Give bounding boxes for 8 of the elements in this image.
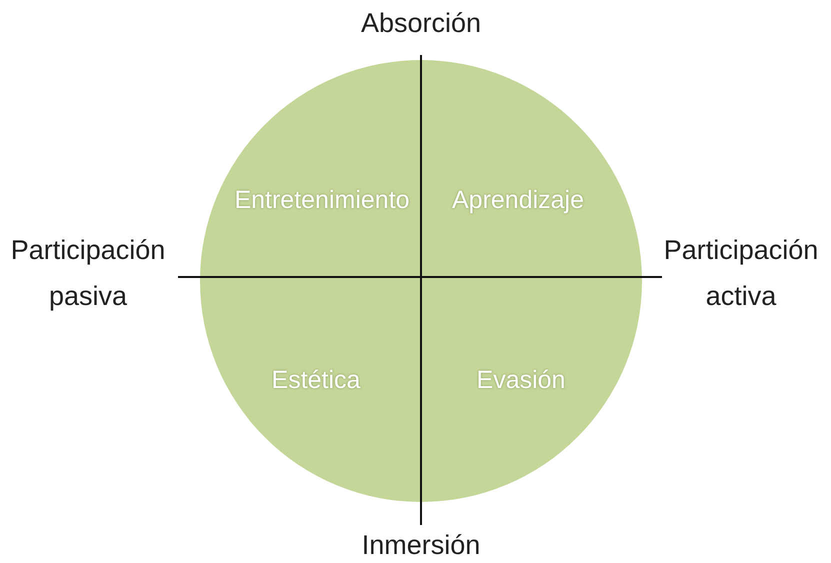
axis-label: Absorción [360, 7, 482, 40]
axis-label: Participación activa [662, 234, 820, 313]
axis-label: Inmersión [360, 529, 482, 562]
quadrant-label: Evasión [476, 364, 566, 396]
quadrant-label: Estética [272, 364, 360, 396]
quadrant-label: Aprendizaje [452, 184, 584, 216]
quadrant-label: Entretenimiento [234, 184, 410, 216]
axis-label: Participación pasiva [10, 234, 166, 313]
